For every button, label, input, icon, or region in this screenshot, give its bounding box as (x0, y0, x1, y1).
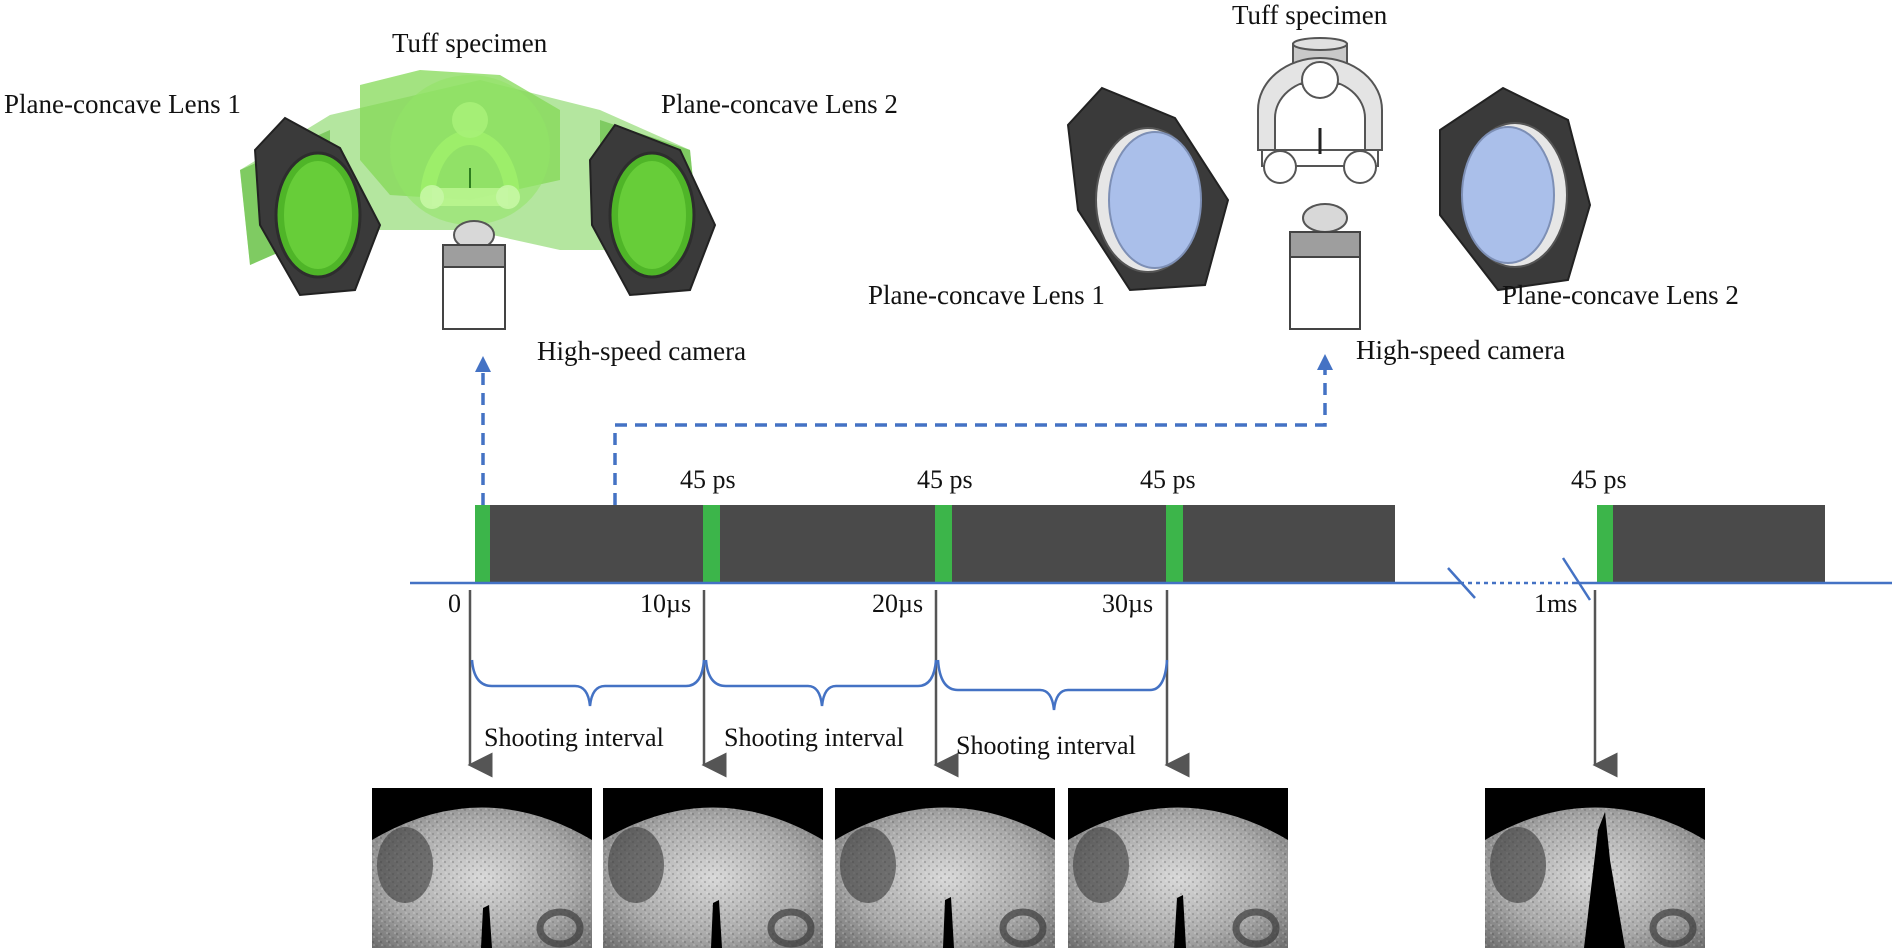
time-label-20us: 20µs (872, 589, 923, 618)
exposure-pulse-1 (703, 505, 720, 583)
timeline: 45 ps 45 ps 45 ps 45 ps 0 10µs 20µs 30µs… (410, 465, 1892, 778)
exposure-pulse-2 (935, 505, 952, 583)
exposure-label-4: 45 ps (1571, 465, 1627, 494)
interval-brace-3 (936, 659, 1169, 711)
interval-brace-2 (704, 659, 938, 707)
frame-image-2 (835, 788, 1055, 948)
exposure-pulse-0 (475, 505, 490, 583)
frame-image-1 (603, 788, 823, 948)
interval-label-3: Shooting interval (956, 731, 1136, 760)
exposure-pulse-3 (1166, 505, 1183, 583)
right-lens-1-model (1066, 86, 1230, 292)
interval-label-1: Shooting interval (484, 723, 664, 752)
left-tuff-specimen-model (420, 102, 520, 209)
trigger-arrow-right-line (613, 368, 1327, 505)
right-camera-label: High-speed camera (1356, 335, 1565, 365)
left-setup: Tuff specimen Plane-concave Lens 1 Plane… (4, 28, 898, 366)
timeline-bar-late (1610, 505, 1825, 583)
left-camera-label: High-speed camera (537, 336, 746, 366)
captured-frames (372, 788, 1705, 948)
exposure-label-1: 45 ps (680, 465, 736, 494)
frame-image-0 (372, 788, 592, 948)
right-lens2-label: Plane-concave Lens 2 (1502, 280, 1739, 310)
trigger-arrows (475, 354, 1333, 505)
right-setup: Tuff specimen Plane-concave Lens 1 Plane… (868, 0, 1739, 365)
frame-image-4 (1485, 788, 1705, 948)
interval-label-2: Shooting interval (724, 723, 904, 752)
left-lens1-label: Plane-concave Lens 1 (4, 89, 241, 119)
interval-brace-1 (470, 659, 706, 707)
left-lens-1-model (253, 116, 382, 297)
exposure-pulse-4 (1597, 505, 1613, 583)
exposure-label-2: 45 ps (917, 465, 973, 494)
frame-image-3 (1068, 788, 1288, 948)
left-lens-2-model (588, 123, 717, 297)
right-lens1-label: Plane-concave Lens 1 (868, 280, 1105, 310)
time-label-0: 0 (448, 589, 461, 618)
right-lens-2-model (1439, 86, 1592, 292)
right-camera-model (1289, 203, 1361, 330)
right-specimen-label: Tuff specimen (1232, 0, 1388, 30)
left-camera-model (442, 220, 506, 330)
time-label-30us: 30µs (1102, 589, 1153, 618)
exposure-label-3: 45 ps (1140, 465, 1196, 494)
right-tuff-specimen-model (1257, 37, 1383, 184)
time-label-1ms: 1ms (1534, 589, 1577, 618)
left-lens2-label: Plane-concave Lens 2 (661, 89, 898, 119)
axis-break-mark-2 (1561, 557, 1592, 601)
trigger-arrow-right-head (1317, 354, 1333, 370)
axis-break-mark-1 (1447, 567, 1476, 599)
trigger-arrow-left-head (475, 356, 491, 372)
time-label-10us: 10µs (640, 589, 691, 618)
left-specimen-label: Tuff specimen (392, 28, 548, 58)
